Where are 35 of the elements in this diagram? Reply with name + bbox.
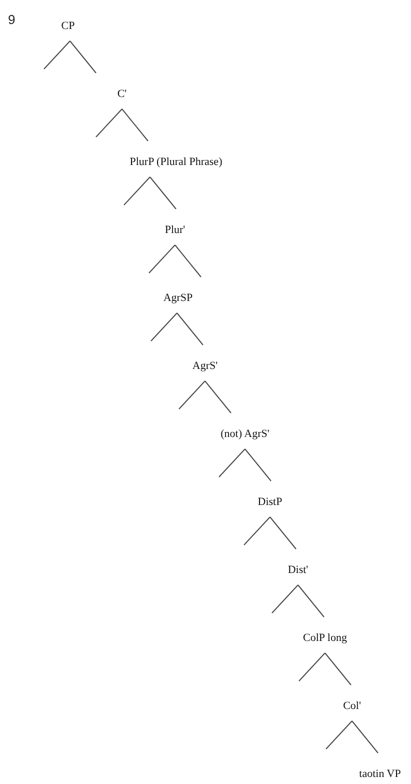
tree-branch	[244, 448, 272, 482]
tree-branch	[272, 584, 298, 614]
tree-branch	[326, 720, 352, 750]
tree-branch	[244, 516, 270, 546]
tree-branch	[124, 176, 150, 206]
tree-node-label: taotin VP	[350, 753, 410, 781]
tree-branch	[298, 652, 326, 682]
tree-branch	[204, 380, 232, 414]
tree-branch	[176, 312, 204, 346]
tree-node-label: Col'	[322, 685, 382, 721]
tree-node-label: AgrS'	[175, 345, 235, 381]
tree-branch	[148, 244, 176, 274]
tree-node-label: ColP long	[295, 617, 355, 653]
tree-branch	[150, 312, 178, 342]
tree-branch	[150, 176, 176, 210]
tree-node-label: CP	[38, 5, 98, 41]
tree-branch	[178, 380, 206, 410]
tree-node-label: C'	[92, 73, 152, 109]
tree-node-label: (not) AgrS'	[215, 413, 275, 449]
example-number: 9	[8, 12, 16, 27]
tree-branch	[96, 108, 122, 138]
tree-node-label: DistP	[240, 481, 300, 517]
tree-branch	[122, 108, 148, 142]
tree-branch	[218, 448, 246, 478]
tree-branch	[44, 40, 70, 70]
tree-node-label: AgrSP	[148, 277, 208, 313]
tree-branch	[270, 516, 296, 550]
tree-branch	[324, 652, 352, 686]
tree-node-label: Dist'	[268, 549, 328, 585]
tree-branch	[352, 720, 378, 754]
tree-branch	[70, 40, 96, 74]
tree-node-label: Plur'	[145, 209, 205, 245]
tree-branch	[174, 244, 202, 278]
tree-branch	[298, 584, 324, 618]
tree-node-label: PlurP (Plural Phrase)	[128, 141, 224, 177]
